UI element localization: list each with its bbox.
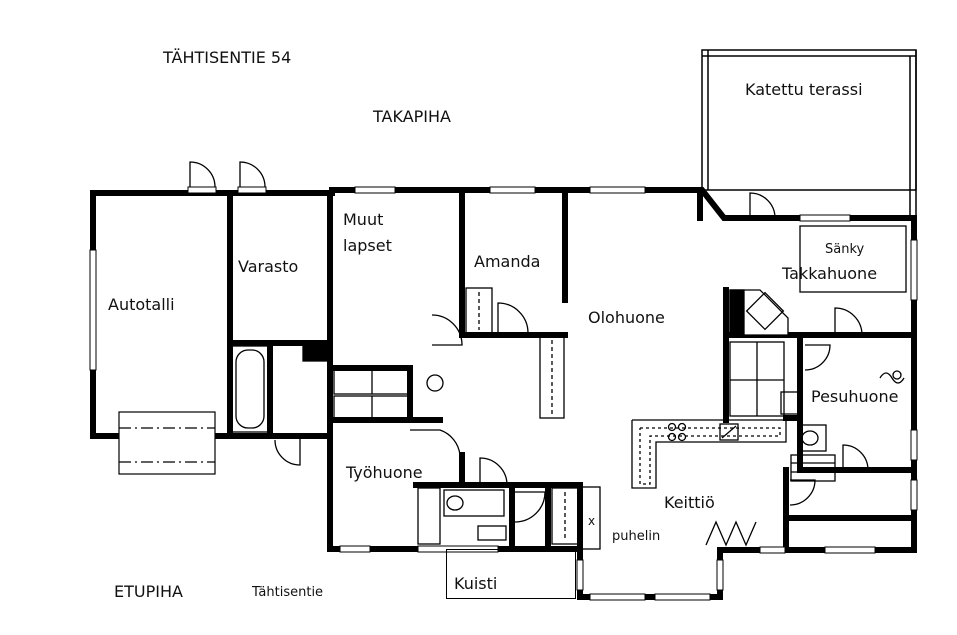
kitchen-label: Keittiö <box>664 493 715 512</box>
porch-outline <box>446 549 576 599</box>
covered-terrace <box>701 49 917 218</box>
fireplace-room-label: Takkahuone <box>782 264 878 283</box>
porch-label: Kuisti <box>454 574 498 593</box>
other-kids-label-line1: Muut <box>343 210 384 229</box>
covered-terrace-label: Katettu terassi <box>745 80 863 99</box>
interior-walls <box>227 187 917 553</box>
address-label: TÄHTISENTIE 54 <box>163 48 292 67</box>
backyard-label: TAKAPIHA <box>373 107 451 126</box>
bed-label: Sänky <box>825 242 865 257</box>
garage-label: Autotalli <box>108 295 175 314</box>
fixtures <box>231 225 907 550</box>
storage-label: Varasto <box>238 257 299 276</box>
phone-mark: x <box>588 514 596 528</box>
garage-door <box>118 411 216 475</box>
living-room-label: Olohuone <box>588 308 665 327</box>
phone-label: puhelin <box>612 529 661 544</box>
street-label: Tähtisentie <box>252 585 324 600</box>
study-label: Työhuone <box>346 463 423 482</box>
windows <box>89 186 918 601</box>
exterior-walls <box>90 187 917 600</box>
frontyard-label: ETUPIHA <box>114 582 183 601</box>
other-kids-label-line2: lapset <box>343 236 392 255</box>
amanda-room-label: Amanda <box>474 252 541 271</box>
bathroom-label: Pesuhuone <box>811 387 899 406</box>
